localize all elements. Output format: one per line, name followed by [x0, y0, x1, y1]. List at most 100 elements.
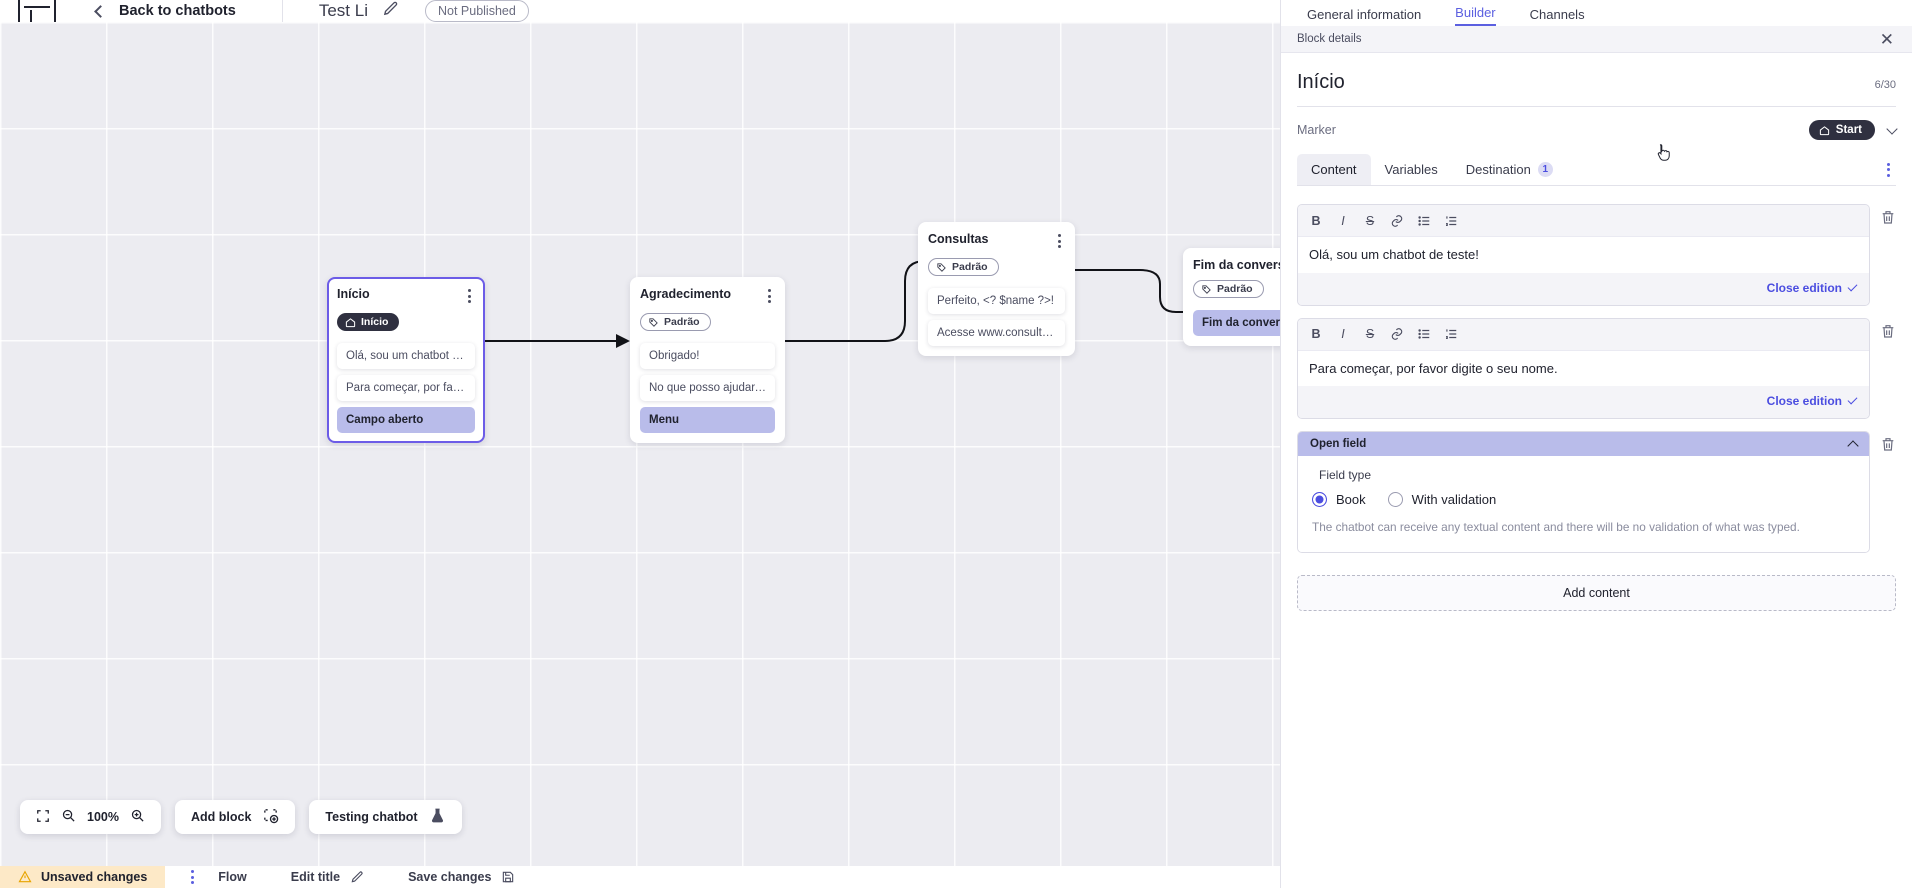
node-row-highlight[interactable]: Campo aberto	[337, 406, 475, 433]
editor-text[interactable]: Para começar, por favor digite o seu nom…	[1298, 350, 1869, 387]
open-field-body: Field type Book With validation	[1298, 456, 1869, 553]
node-tag-padrao: Padrão	[1193, 280, 1264, 298]
node-tag-label: Início	[361, 316, 389, 328]
node-header: Agradecimento	[640, 287, 775, 305]
chatbot-title: Test Li	[318, 1, 368, 20]
strikethrough-icon[interactable]: S	[1365, 213, 1375, 228]
bold-icon[interactable]: B	[1311, 327, 1321, 342]
destination-count-badge: 1	[1537, 162, 1553, 177]
add-content-button[interactable]: Add content	[1297, 575, 1896, 612]
bold-icon[interactable]: B	[1311, 213, 1321, 228]
edit-title-button[interactable]: Edit title	[291, 870, 364, 884]
flow-button[interactable]: Flow	[218, 870, 246, 884]
node-options-icon[interactable]	[1054, 232, 1065, 250]
strikethrough-icon[interactable]: S	[1365, 327, 1375, 342]
block-details-header: Block details ✕	[1281, 26, 1912, 53]
warning-icon	[18, 870, 32, 883]
editor-box[interactable]: B I S	[1297, 317, 1870, 420]
chevron-down-icon[interactable]	[1886, 122, 1898, 135]
tab-variables[interactable]: Variables	[1384, 162, 1438, 177]
close-edition-button[interactable]: Close edition	[1766, 394, 1858, 409]
flow-node-agradecimento[interactable]: Agradecimento Padrão Obrigado! No que po…	[630, 277, 785, 443]
italic-icon[interactable]: I	[1341, 213, 1345, 228]
italic-icon[interactable]: I	[1341, 327, 1345, 342]
save-changes-button[interactable]: Save changes	[408, 870, 515, 884]
back-to-chatbots-link[interactable]: Back to chatbots	[119, 3, 236, 19]
check-icon	[1847, 281, 1858, 291]
pencil-icon[interactable]	[382, 0, 399, 22]
tab-builder[interactable]: Builder	[1455, 5, 1496, 26]
top-bar: Back to chatbots Test Li Not Published	[0, 0, 1565, 22]
tab-general-information[interactable]: General information	[1307, 7, 1422, 22]
trash-icon[interactable]	[1880, 431, 1896, 457]
divider	[281, 0, 283, 22]
close-edition-label: Close edition	[1766, 394, 1842, 409]
marker-select[interactable]: Start	[1808, 120, 1898, 140]
tab-destination[interactable]: Destination 1	[1452, 154, 1567, 185]
radio-option-book[interactable]: Book	[1312, 492, 1366, 508]
more-options-icon[interactable]	[191, 870, 195, 884]
marker-row: Marker Start	[1297, 107, 1898, 154]
more-options-icon[interactable]	[1881, 155, 1896, 185]
node-options-icon[interactable]	[764, 287, 775, 305]
numbered-list-icon[interactable]	[1439, 210, 1463, 231]
chevron-up-icon[interactable]	[1847, 439, 1859, 452]
node-row-message[interactable]: Acesse www.consultas.com par...	[928, 319, 1065, 346]
pencil-icon	[351, 871, 363, 883]
open-field-card: Open field Field type Book	[1297, 431, 1870, 554]
panel-top-tabs: General information Builder Channels	[1281, 0, 1912, 26]
flow-node-consultas[interactable]: Consultas Padrão Perfeito, <? $name ?>! …	[918, 222, 1075, 356]
chevron-left-icon[interactable]	[94, 4, 107, 18]
editor-footer: Close edition	[1298, 386, 1869, 419]
add-block-button[interactable]: Add block	[174, 800, 296, 834]
publish-status-badge: Not Published	[424, 0, 529, 22]
link-icon[interactable]	[1385, 210, 1409, 231]
node-header: Consultas	[928, 232, 1065, 250]
trash-icon[interactable]	[1880, 318, 1896, 344]
radio-option-with-validation[interactable]: With validation	[1387, 492, 1496, 508]
node-options-icon[interactable]	[464, 287, 475, 305]
unsaved-changes-label: Unsaved changes	[41, 870, 148, 884]
open-field-header[interactable]: Open field	[1298, 432, 1869, 457]
open-field-title: Open field	[1310, 438, 1367, 451]
unsaved-changes-status: Unsaved changes	[0, 866, 166, 888]
rich-text-editor-1: B I S	[1297, 204, 1896, 306]
tab-content[interactable]: Content	[1297, 154, 1371, 185]
app-logo-icon[interactable]	[18, 0, 56, 22]
numbered-list-icon[interactable]	[1439, 324, 1463, 345]
node-row-message[interactable]: Olá, sou um chatbot de teste!	[337, 342, 475, 369]
bullet-list-icon[interactable]	[1412, 210, 1436, 231]
bullet-list-icon[interactable]	[1412, 324, 1436, 345]
close-edition-label: Close edition	[1766, 280, 1842, 295]
tab-channels[interactable]: Channels	[1529, 7, 1585, 22]
flask-icon	[429, 807, 446, 827]
editor-footer: Close edition	[1298, 272, 1869, 305]
canvas-toolbar: 100% Add block Testing chatbot	[20, 800, 462, 834]
fit-screen-icon[interactable]	[36, 809, 50, 826]
zoom-in-icon[interactable]	[130, 808, 145, 826]
testing-chatbot-button[interactable]: Testing chatbot	[309, 800, 462, 834]
content-tabs: Content Variables Destination 1	[1297, 154, 1896, 186]
tab-destination-label: Destination	[1465, 162, 1531, 177]
node-tag-padrao: Padrão	[928, 258, 999, 276]
node-title: Início	[337, 287, 370, 301]
close-icon[interactable]: ✕	[1879, 29, 1894, 49]
node-row-message[interactable]: Perfeito, <? $name ?>!	[928, 287, 1065, 314]
editor-text[interactable]: Olá, sou um chatbot de teste!	[1298, 237, 1869, 273]
bottom-bar: Unsaved changes Flow Edit title Save cha…	[0, 866, 1565, 888]
node-row-message[interactable]: No que posso ajudar, <? $name ...	[640, 374, 775, 401]
node-row-message[interactable]: Obrigado!	[640, 342, 775, 369]
home-icon	[1819, 125, 1829, 135]
zoom-out-icon[interactable]	[61, 808, 76, 826]
block-title-row: Início 6/30	[1297, 71, 1896, 94]
flow-node-inicio[interactable]: Início Início Olá, sou um chatbot de tes…	[327, 277, 485, 443]
marker-label: Marker	[1297, 123, 1336, 137]
node-row-highlight[interactable]: Menu	[640, 406, 775, 433]
close-edition-button[interactable]: Close edition	[1766, 280, 1858, 295]
open-field-block: Open field Field type Book	[1297, 431, 1896, 554]
trash-icon[interactable]	[1880, 204, 1896, 230]
node-row-message[interactable]: Para começar, por favor digite o ...	[337, 374, 475, 401]
link-icon[interactable]	[1385, 324, 1409, 345]
field-type-label: Field type	[1319, 468, 1372, 483]
editor-box[interactable]: B I S	[1297, 204, 1870, 306]
